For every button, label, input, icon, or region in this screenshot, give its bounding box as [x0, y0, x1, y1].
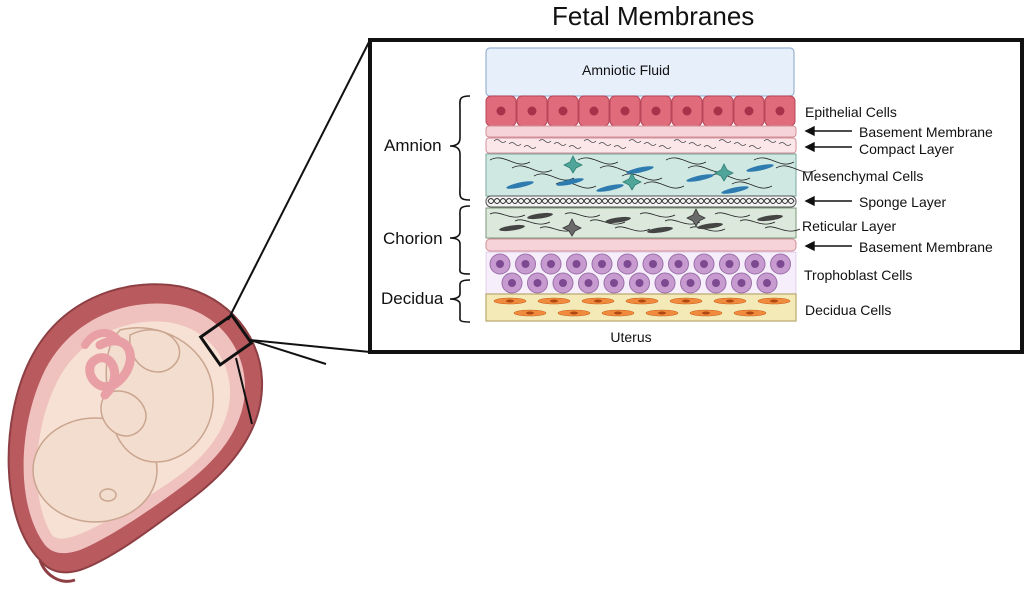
reticular-cell — [757, 214, 783, 222]
mesenchymal-cells-label: Mesenchymal Cells — [802, 168, 924, 184]
basement-membrane-2 — [485, 238, 797, 252]
basement-membrane-1 — [485, 125, 797, 138]
chorion-label: Chorion — [383, 229, 443, 248]
decidua-label: Decidua — [381, 289, 444, 308]
zoom-line-bottom — [249, 339, 371, 353]
basement-membrane-label-1: Basement Membrane — [859, 124, 993, 140]
zoom-line-top — [227, 39, 371, 321]
reticular-cell — [527, 212, 553, 220]
reticular-cell — [499, 224, 525, 232]
fetus — [32, 327, 214, 523]
mesenchymal-cell — [626, 166, 654, 174]
amniotic-fluid-layer — [485, 47, 795, 97]
sponge-layer — [485, 195, 797, 208]
sponge-layer-label: Sponge Layer — [859, 194, 947, 210]
reticular-layer — [485, 207, 797, 239]
compact-layer-label: Compact Layer — [859, 141, 954, 157]
amnion-brace — [449, 95, 471, 201]
decidua-brace — [449, 279, 471, 323]
label-arrows — [804, 125, 852, 252]
reticular-cell — [605, 216, 631, 224]
mesenchymal-cell — [506, 181, 534, 189]
compact-layer — [485, 137, 797, 154]
amniotic-fluid-label: Amniotic Fluid — [582, 62, 670, 78]
trophoblast-cells-label: Trophoblast Cells — [804, 267, 913, 283]
amnion-label: Amnion — [384, 136, 442, 155]
decidua-cells-label: Decidua Cells — [805, 302, 892, 318]
zoom-region-marker — [198, 313, 254, 367]
mesenchymal-cell — [596, 184, 624, 192]
basement-membrane-label-2: Basement Membrane — [859, 239, 993, 255]
mesenchymal-cell — [556, 178, 584, 186]
uterus-illustration — [7, 283, 264, 583]
mesenchymal-cell — [746, 164, 774, 172]
reticular-layer-label: Reticular Layer — [802, 218, 897, 234]
umbilical-cord — [85, 336, 135, 400]
reticular-cell — [697, 222, 723, 230]
title-text: Fetal Membranes — [552, 1, 755, 31]
epithelial-cells-label: Epithelial Cells — [805, 104, 897, 120]
uterus-label: Uterus — [610, 329, 652, 345]
chorion-brace — [449, 205, 471, 275]
mesenchymal-layer — [485, 153, 797, 197]
mesenchymal-cell — [721, 186, 749, 194]
reticular-cell — [647, 226, 673, 234]
mesenchymal-cell — [686, 174, 714, 182]
